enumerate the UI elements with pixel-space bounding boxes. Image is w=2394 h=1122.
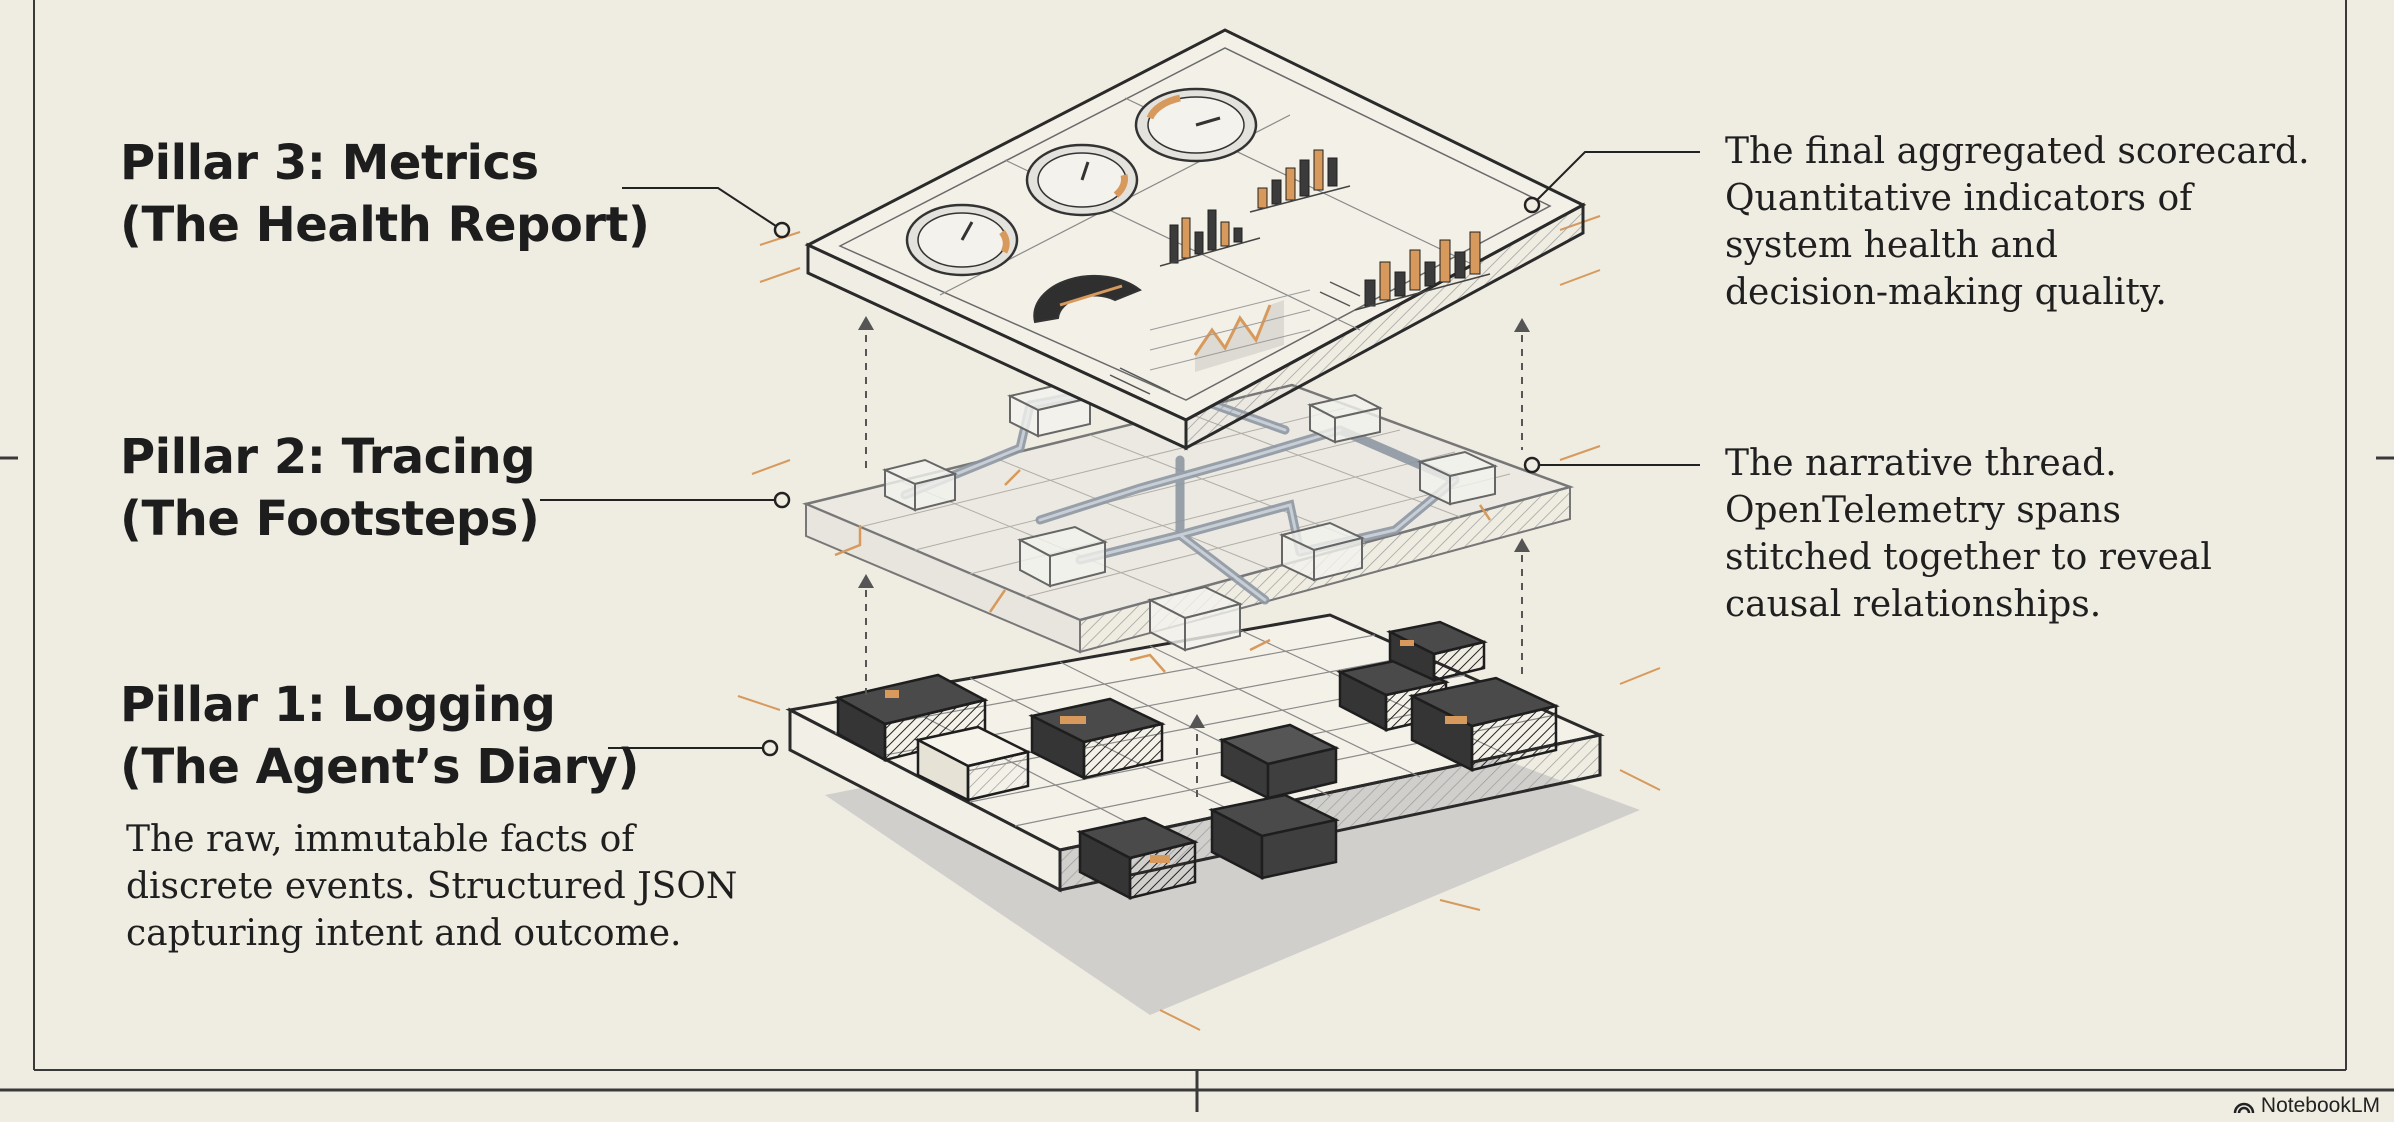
pillar-3-desc-line: The final aggregated scorecard. [1725, 131, 2310, 172]
pillar-2-title: Pillar 2: Tracing (The Footsteps) [120, 426, 540, 550]
pillar-1-title-line2: (The Agent’s Diary) [120, 739, 639, 795]
pillar-3-desc-line: Quantitative indicators of [1725, 178, 2193, 219]
pillar-2-desc-line: causal relationships. [1725, 584, 2102, 625]
brand-label: NotebookLM [2260, 1094, 2380, 1117]
pillar-2-description: The narrative thread. OpenTelemetry span… [1725, 440, 2212, 628]
log-event-block [1076, 816, 1199, 901]
trace-span-node [1416, 450, 1499, 506]
gauge-dial [905, 203, 1019, 277]
gauge-dial [1134, 87, 1258, 163]
layer-connector-arrows [865, 335, 1523, 800]
pillar-3-desc-line: decision-making quality. [1725, 272, 2167, 313]
trace-span-node [1147, 585, 1243, 652]
trace-span-node [1017, 525, 1108, 588]
pillar-3-desc-line: system health and [1725, 225, 2058, 266]
pillar-2-title-line2: (The Footsteps) [120, 491, 540, 547]
log-event-block [834, 673, 989, 763]
pillar-1-desc-line: discrete events. Structured JSON [126, 866, 738, 907]
pillar-2-desc-line: OpenTelemetry spans [1725, 490, 2121, 531]
log-event-block-white [914, 725, 1032, 803]
pillar-2-title-line1: Pillar 2: Tracing [120, 429, 536, 485]
pillar-2-desc-line: The narrative thread. [1725, 443, 2117, 484]
gauge-dial [1025, 143, 1139, 217]
pillar-3-title: Pillar 3: Metrics (The Health Report) [120, 132, 650, 256]
pillar-1-title-line1: Pillar 1: Logging [120, 677, 556, 733]
log-event-block [1208, 793, 1340, 881]
arrow-heads [858, 316, 1530, 728]
pillar-1-title: Pillar 1: Logging (The Agent’s Diary) [120, 674, 639, 798]
logging-layer [785, 613, 1605, 901]
pillar-1-description: The raw, immutable facts of discrete eve… [126, 816, 737, 957]
pillar-3-description: The final aggregated scorecard. Quantita… [1725, 128, 2310, 316]
bar-chart-mini [1159, 209, 1261, 267]
pillar-3-title-line1: Pillar 3: Metrics [120, 135, 539, 191]
trace-span-node [1307, 393, 1383, 444]
log-event-block [1408, 676, 1560, 773]
pillar-1-desc-line: The raw, immutable facts of [126, 819, 635, 860]
pillar-1-desc-line: capturing intent and outcome. [126, 913, 682, 954]
bar-chart-mini [1249, 149, 1351, 213]
metrics-layer [804, 28, 1587, 451]
trace-orange-wires [834, 469, 1492, 673]
notebooklm-brand: NotebookLM [2233, 1094, 2380, 1118]
tracing-layer [802, 377, 1575, 673]
log-event-block [1218, 723, 1340, 801]
log-event-block [1386, 620, 1488, 682]
log-event-block [1028, 697, 1166, 781]
bar-chart-mini [1354, 231, 1491, 311]
trace-span-node [1279, 521, 1365, 582]
line-chart-mini [1149, 289, 1311, 372]
half-gauge [1033, 274, 1142, 324]
trace-span-node [882, 458, 958, 512]
notebooklm-logo-icon [2233, 1102, 2255, 1114]
leader-lines [540, 151, 1700, 749]
pillar-2-desc-line: stitched together to reveal [1725, 537, 2212, 578]
leader-dots [761, 196, 1541, 757]
pillar-3-title-line2: (The Health Report) [120, 197, 650, 253]
